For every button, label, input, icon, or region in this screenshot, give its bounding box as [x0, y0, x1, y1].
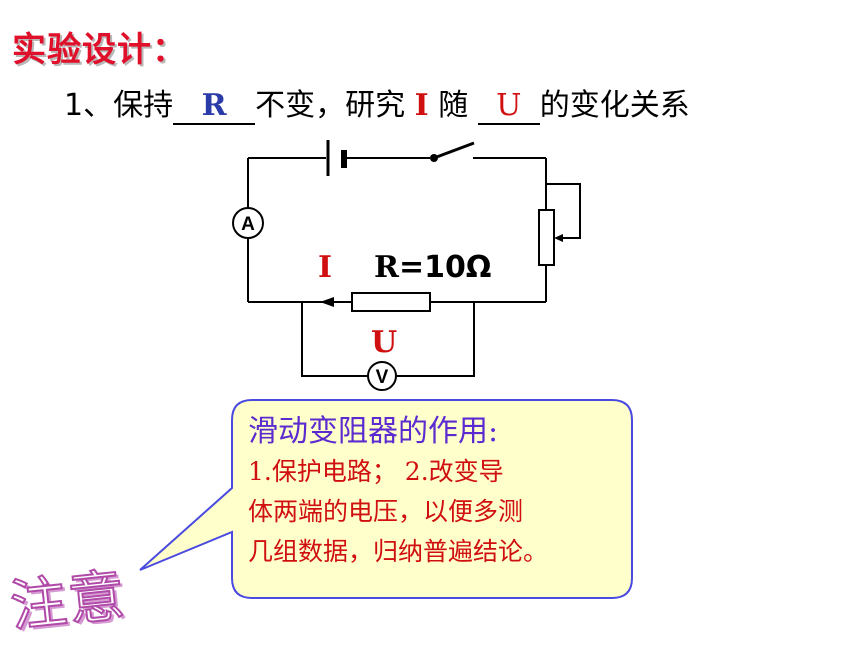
note-line-3: 几组数据，归纳普遍结论。 [248, 537, 549, 566]
resistor [351, 292, 431, 312]
voltmeter-circle [367, 361, 397, 391]
notice-stamp: 注意 [6, 562, 130, 641]
ammeter-label: A [241, 214, 255, 235]
blank-u[interactable]: U [477, 88, 540, 125]
resistor-label-r: R [374, 250, 399, 285]
note-heading: 滑动变阻器的作用: [248, 414, 499, 449]
resistor-value: =10Ω [398, 250, 492, 285]
note-line-2: 体两端的电压，以便多测 [248, 497, 524, 526]
note-content: 滑动变阻器的作用: 1.保护电路； 2.改变导 体两端的电压，以便多测 几组数据… [248, 412, 628, 572]
current-label: I [318, 250, 333, 285]
blank-r[interactable]: R [173, 88, 256, 125]
rheostat-slider-wire [546, 183, 581, 239]
page-title: 实验设计： [12, 30, 187, 70]
statement-sui: 随 [438, 88, 469, 123]
note-line-1: 1.保护电路； 2.改变导 [248, 457, 504, 486]
voltmeter-label: V [376, 367, 389, 388]
switch-blade [433, 141, 475, 160]
ammeter-circle [232, 207, 264, 239]
voltmeter-branch-right [396, 302, 475, 377]
statement-i: I [414, 88, 429, 123]
statement-mid: 不变，研究 [255, 88, 406, 123]
statement-prefix: 1、保持 [64, 88, 174, 123]
statement-suffix: 的变化关系 [539, 88, 690, 123]
rheostat-slider-arrow [554, 234, 563, 242]
voltage-label: U [371, 325, 398, 360]
rheostat-body [538, 209, 555, 266]
note-bubble [139, 399, 633, 599]
resistor-label: R=10Ω [374, 250, 491, 285]
voltmeter-branch-left [301, 302, 368, 377]
answer-r: R [201, 88, 227, 123]
current-arrow [320, 297, 334, 307]
answer-u: U [496, 88, 522, 123]
design-statement: 1、保持 R 不变，研究 I 随 U 的变化关系 [64, 80, 690, 125]
